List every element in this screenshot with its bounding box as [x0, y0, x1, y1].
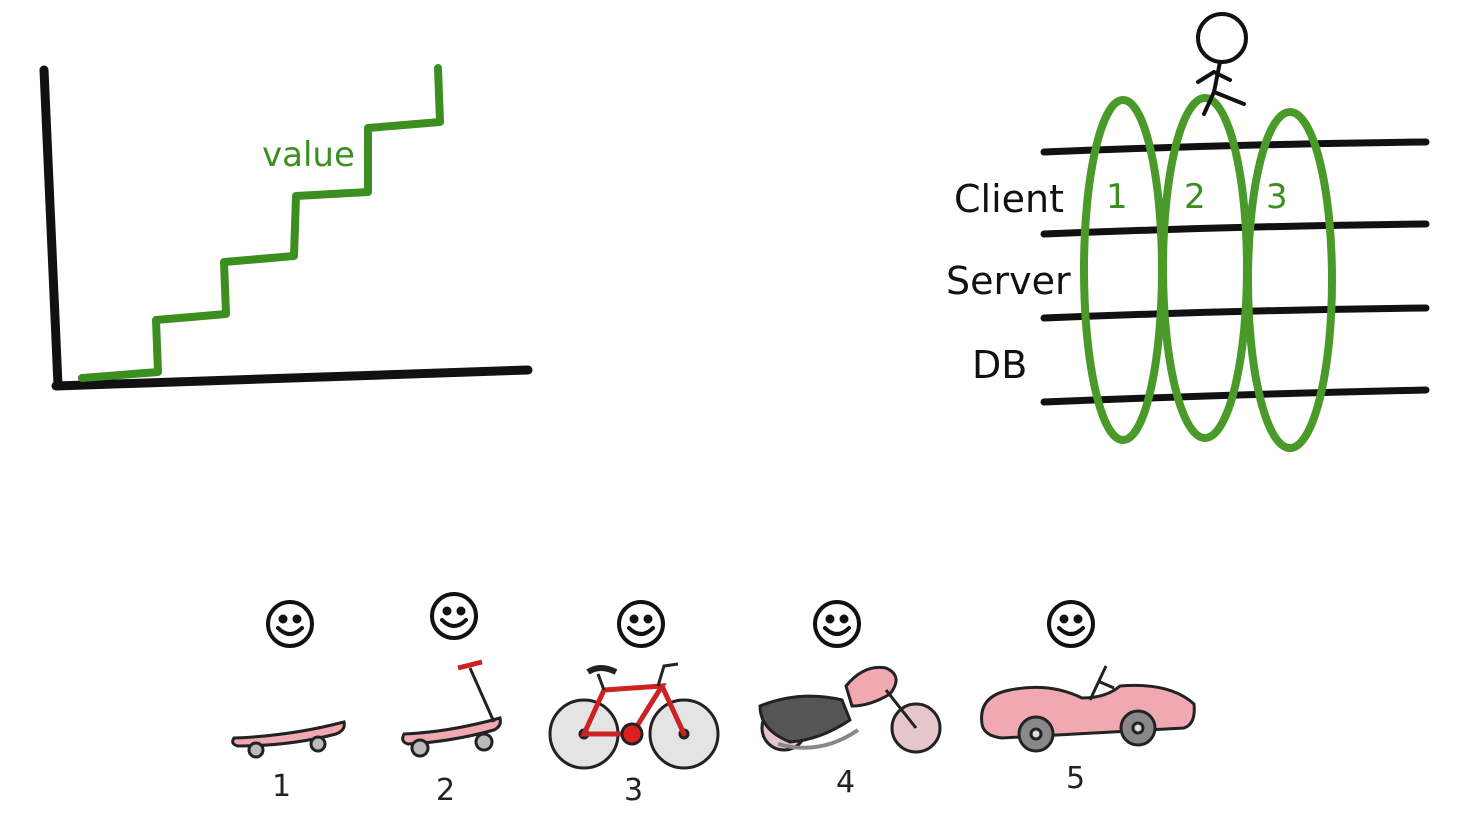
stick-figure-icon	[1196, 12, 1248, 116]
scooter-icon	[401, 659, 502, 758]
motorcycle-icon	[758, 665, 942, 754]
layer-line	[1040, 220, 1430, 238]
smiley-icon	[617, 600, 665, 648]
value-label: value	[262, 135, 355, 175]
vehicle-number-2: 2	[436, 773, 455, 808]
vehicle-number-3: 3	[624, 773, 643, 808]
layer-line	[1040, 304, 1430, 322]
value-staircase	[78, 64, 444, 382]
slice-loop-3	[1244, 108, 1336, 452]
x-axis	[51, 365, 533, 391]
value-chart: value	[39, 64, 533, 391]
smiley-icon	[813, 600, 861, 648]
vehicle-progression: 1 2 3 4 5	[231, 592, 1196, 808]
slice-number-1: 1	[1106, 177, 1128, 217]
bicycle-icon	[548, 662, 720, 770]
vehicle-number-5: 5	[1066, 761, 1085, 796]
vehicle-number-4: 4	[836, 765, 855, 800]
row-label-server: Server	[946, 259, 1071, 303]
y-axis	[39, 65, 63, 390]
slice-number-3: 3	[1266, 177, 1288, 217]
vehicle-number-1: 1	[272, 769, 291, 804]
skateboard-icon	[231, 720, 346, 759]
smiley-icon	[1047, 600, 1095, 648]
row-label-db: DB	[972, 343, 1027, 387]
smiley-icon	[430, 592, 478, 640]
slice-number-2: 2	[1184, 177, 1206, 217]
car-icon	[980, 665, 1196, 753]
slices-diagram: Client Server DB 1 2 3	[946, 12, 1430, 452]
row-label-client: Client	[954, 177, 1064, 221]
smiley-icon	[266, 600, 314, 648]
